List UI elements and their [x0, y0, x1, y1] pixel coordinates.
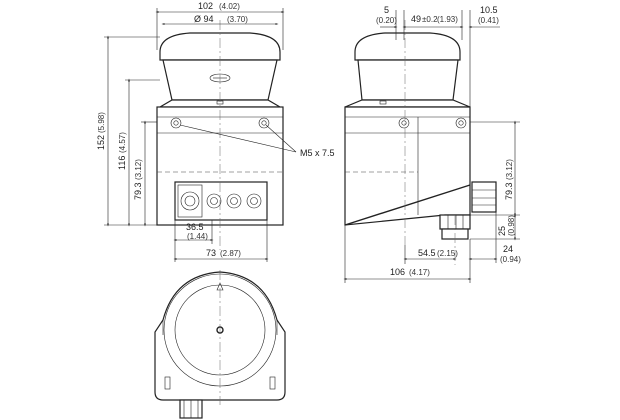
front-screw-left: [170, 117, 182, 129]
side-screw-left: [398, 117, 410, 129]
side-hole-tol: ±0.2: [422, 15, 438, 24]
front-diameter-sub: (3.70): [227, 15, 248, 24]
conn-offset-label: 36.5: [186, 222, 204, 232]
side-screw-right: [455, 117, 467, 129]
side-depth-mid-sub: (2.15): [437, 249, 458, 258]
front-width-label: 102: [198, 1, 213, 11]
side-hole-sub: (1.93): [437, 15, 458, 24]
top-view: [154, 270, 286, 419]
side-cable-gland: [471, 181, 497, 213]
port-1: [206, 193, 222, 209]
side-offset-top-sub: (0.20): [376, 16, 397, 25]
side-gland-h-label: 25: [497, 226, 507, 236]
side-right-off-label: 10.5: [480, 5, 498, 15]
front-height-total-label: 152: [96, 135, 106, 150]
side-hole-label: 49: [411, 14, 421, 24]
front-diameter-label: Ø 94: [194, 14, 214, 24]
front-width-sub: (4.02): [219, 2, 240, 11]
side-height-low-label: 79.3: [504, 182, 514, 200]
side-gland-off-label: 24: [503, 244, 513, 254]
port-2: [226, 193, 242, 209]
thread-callout-label: M5 x 7.5: [300, 148, 335, 158]
front-view: 102 (4.02) Ø 94 (3.70) 152 (5.98) 116 (4…: [96, 1, 285, 262]
side-depth-total-sub: (4.17): [409, 268, 430, 277]
side-depth-mid-label: 54.5: [418, 248, 436, 258]
side-offset-top-label: 5: [384, 5, 389, 15]
front-height-low-label: 79.3: [133, 182, 143, 200]
top-housing: [154, 271, 286, 401]
front-height-low-sub: (3.12): [134, 159, 143, 180]
front-height-total-sub: (5.98): [97, 112, 106, 133]
side-dome: [354, 32, 461, 61]
top-cable-gland: [179, 399, 203, 419]
side-depth-total-label: 106: [390, 267, 405, 277]
conn-width-label: 73: [206, 248, 216, 258]
front-height-mid-label: 116: [117, 156, 127, 170]
side-view: 5 (0.20) 49 ±0.2 (1.93) 10.5 (0.41) 79.3…: [343, 5, 521, 283]
side-right-off-sub: (0.41): [478, 16, 499, 25]
side-body: [344, 106, 471, 226]
conn-offset-sub: (1.44): [187, 232, 208, 241]
front-screw-right: [258, 117, 270, 129]
side-shoulder: [344, 99, 471, 108]
port-3: [246, 193, 262, 209]
conn-width-sub: (2.87): [220, 249, 241, 258]
side-height-low-sub: (3.12): [505, 159, 514, 180]
gland-main: [180, 191, 200, 211]
side-gland-h-sub: (0.98): [507, 215, 516, 236]
side-window: [357, 59, 459, 101]
side-gland-off-sub: (0.94): [500, 255, 521, 264]
front-height-mid-sub: (4.57): [118, 132, 127, 153]
